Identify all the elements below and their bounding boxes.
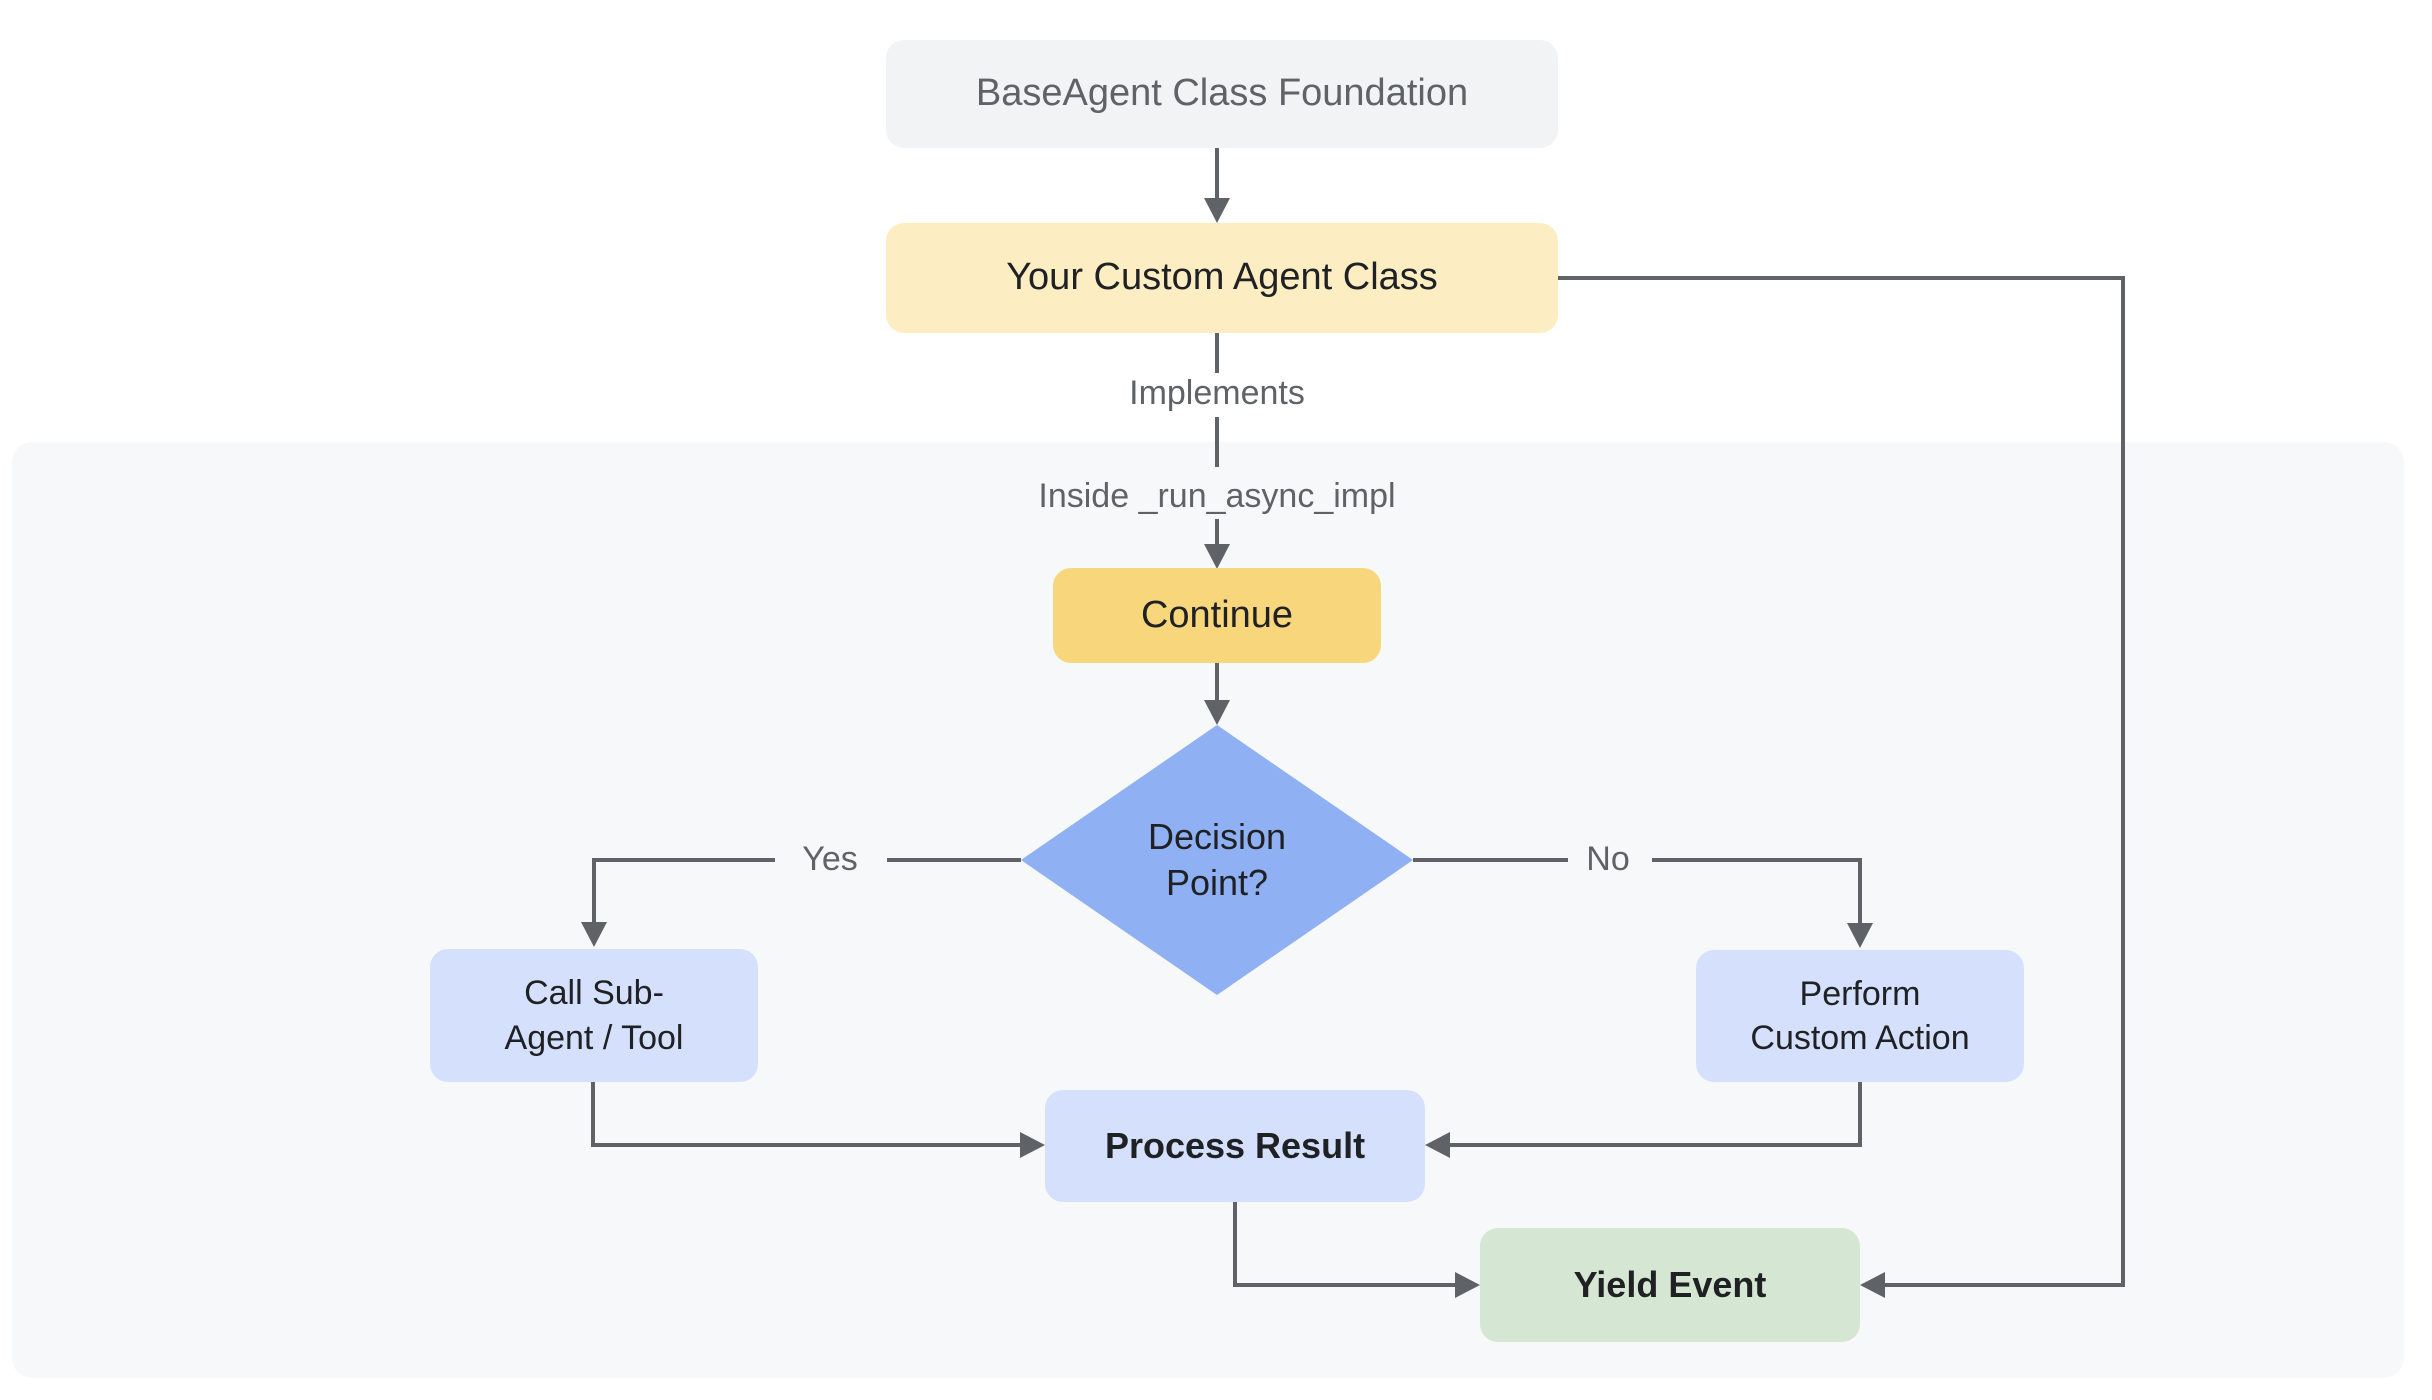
arrow-down-icon [1204, 700, 1230, 725]
arrow-down-icon [1204, 198, 1230, 223]
arrow-left-icon [1425, 1132, 1450, 1158]
node-perform-custom-action: Perform Custom Action [1696, 950, 2024, 1082]
edge-custom-to-yield-right [2121, 276, 2125, 1285]
arrow-left-icon [1860, 1272, 1885, 1298]
edge-custom-to-yield-bottom [1884, 1283, 2125, 1287]
node-perform-custom-action-label-line2: Custom Action [1750, 1019, 1970, 1057]
edge-yes-line-right [887, 858, 1021, 862]
edge-process-to-yield-across [1233, 1283, 1457, 1287]
edge-perform-to-process-across [1450, 1143, 1862, 1147]
arrow-right-icon [1020, 1132, 1045, 1158]
node-call-sub-agent-tool-label-line2: Agent / Tool [504, 1018, 684, 1057]
edge-no-line-right [1652, 858, 1862, 862]
edge-continue-to-decision-line [1215, 663, 1219, 701]
arrow-down-icon [1847, 923, 1873, 948]
arrow-down-icon [581, 922, 607, 947]
node-decision-point-label-line1: Decision [1147, 815, 1287, 857]
node-call-sub-agent-tool: Call Sub- Agent / Tool [430, 949, 758, 1082]
node-custom-agent-class-label: Your Custom Agent Class [1006, 256, 1438, 299]
edge-custom-to-continue-line-seg2 [1215, 417, 1219, 467]
edge-custom-to-continue-line-seg1 [1215, 333, 1219, 373]
node-call-sub-agent-tool-label-line1: Call Sub- [524, 974, 664, 1013]
edge-perform-to-process-down [1858, 1082, 1862, 1147]
arrow-right-icon [1455, 1272, 1480, 1298]
edge-no-line-down [1858, 858, 1862, 923]
edge-no-line-left [1413, 858, 1568, 862]
edge-process-to-yield-down [1233, 1202, 1237, 1287]
node-baseagent-foundation: BaseAgent Class Foundation [886, 40, 1558, 148]
node-custom-agent-class: Your Custom Agent Class [886, 223, 1558, 333]
edge-callsub-to-process-down [591, 1082, 595, 1147]
node-process-result: Process Result [1045, 1090, 1425, 1202]
node-yield-event: Yield Event [1480, 1228, 1860, 1342]
edge-yes-line-left [594, 858, 775, 862]
edge-foundation-to-custom-line [1215, 148, 1219, 200]
node-continue-label: Continue [1140, 593, 1294, 636]
arrow-down-icon [1204, 544, 1230, 569]
node-baseagent-foundation-label: BaseAgent Class Foundation [975, 72, 1469, 115]
node-yield-event-label: Yield Event [1573, 1263, 1767, 1305]
node-process-result-label: Process Result [1104, 1124, 1366, 1166]
edge-label-yes: Yes [802, 840, 858, 878]
edge-label-implements: Implements [1129, 374, 1305, 412]
edge-custom-to-continue-line-seg3 [1215, 519, 1219, 546]
edge-yes-line-down [592, 858, 596, 922]
edge-label-inside-run-async-impl: Inside _run_async_impl [1038, 477, 1396, 515]
edge-custom-to-yield-top [1558, 276, 2125, 280]
edge-label-no: No [1586, 840, 1630, 878]
node-decision-point-label-line2: Point? [1165, 862, 1269, 903]
edge-callsub-to-process-across [591, 1143, 1020, 1147]
node-perform-custom-action-label-line1: Perform [1799, 974, 1921, 1013]
node-continue: Continue [1053, 568, 1381, 663]
